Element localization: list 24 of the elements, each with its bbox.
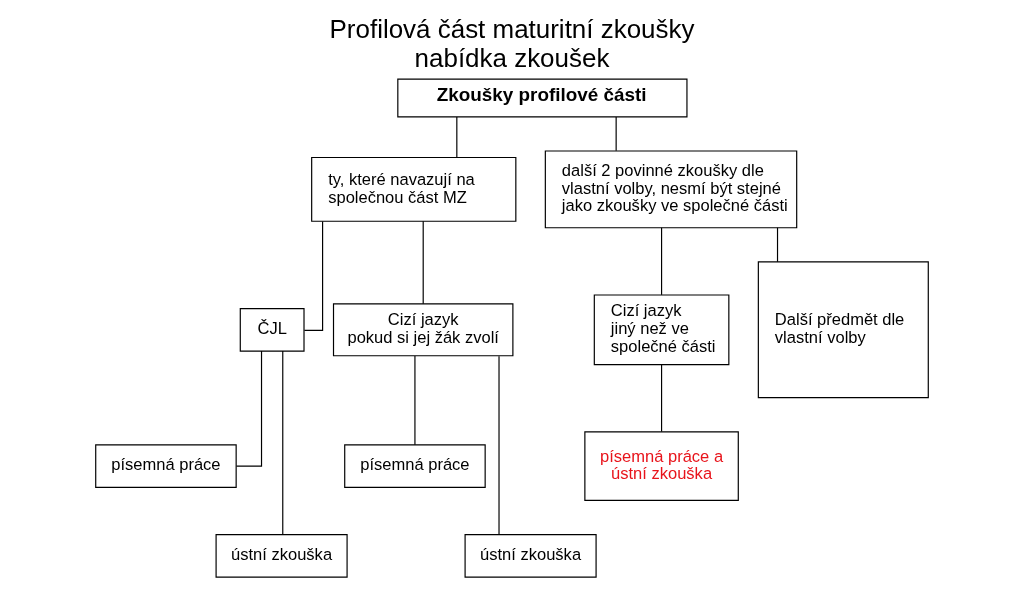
connector xyxy=(235,350,263,467)
node-box: písemná práce xyxy=(95,444,237,488)
diagram-title: Profilová část maturitní zkoušky nabídka zkoušek xyxy=(329,14,695,73)
node-box: Další předmět dle vlastní volby xyxy=(757,261,929,399)
connector xyxy=(456,116,458,159)
node-box: ty, které navazují na společnou část MZ xyxy=(311,156,517,222)
node-box: ústní zkouška xyxy=(215,533,348,578)
node-box: ČJL xyxy=(239,308,305,352)
connector xyxy=(303,220,324,331)
node-box: písemná práce xyxy=(344,444,486,488)
node-box: Zkoušky profilové části xyxy=(397,78,688,118)
connector xyxy=(615,116,617,152)
connector xyxy=(498,355,500,535)
connector xyxy=(422,220,424,305)
node-box: Cizí jazyk pokud si jej žák zvolí xyxy=(332,303,514,357)
node-box: ústní zkouška xyxy=(464,533,597,578)
node-box: další 2 povinné zkoušky dle vlastní volby, nesmí být stejné jako zkoušky ve společné části xyxy=(544,150,798,229)
connector xyxy=(414,355,416,446)
connector xyxy=(661,227,663,296)
node-box: Cizí jazyk jiný než ve společné části xyxy=(593,294,730,366)
node-box: písemná práce a ústní zkouška xyxy=(584,431,739,501)
connector xyxy=(776,227,779,263)
connector xyxy=(661,364,663,433)
connector xyxy=(282,350,284,535)
